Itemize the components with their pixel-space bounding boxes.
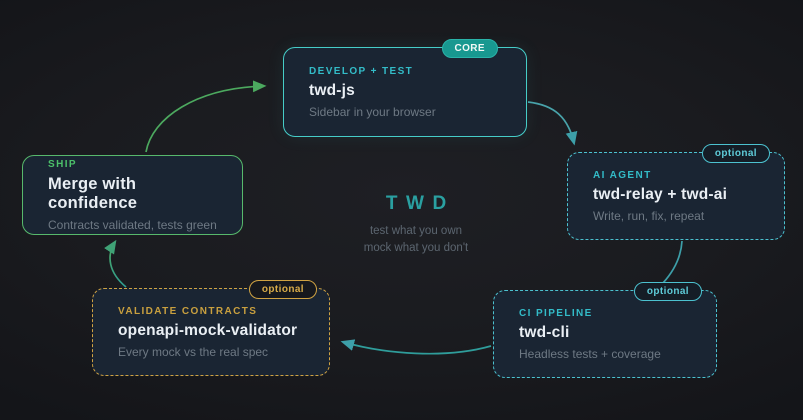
node-eyebrow: AI AGENT — [593, 169, 652, 181]
node-develop-test: CORE DEVELOP + TEST twd-js Sidebar in yo… — [283, 39, 527, 137]
tagline-line1: test what you own — [369, 225, 463, 237]
node-subtitle: Contracts validated, tests green — [48, 217, 217, 232]
optional-badge: optional — [248, 280, 317, 299]
core-badge: CORE — [441, 39, 498, 58]
optional-badge: optional — [633, 282, 702, 301]
node-eyebrow: SHIP — [48, 158, 77, 170]
node-subtitle: Sidebar in your browser — [309, 104, 436, 119]
node-ship: SHIP Merge with confidence Contracts val… — [22, 155, 243, 235]
optional-badge: optional — [701, 144, 770, 163]
arrow-ci-to-validate — [340, 339, 492, 355]
tagline-line2: mock what you don't — [363, 241, 469, 254]
node-title: openapi-mock-validator — [118, 321, 298, 339]
node-ai-agent: optional AI AGENT twd-relay + twd-ai Wri… — [567, 144, 785, 240]
arrow-validate-to-ship — [104, 239, 127, 288]
node-eyebrow: DEVELOP + TEST — [309, 65, 414, 77]
brand-logo-text: TWD — [385, 193, 455, 214]
node-eyebrow: CI PIPELINE — [519, 307, 593, 319]
node-eyebrow: VALIDATE CONTRACTS — [118, 305, 258, 317]
node-ci-pipeline: optional CI PIPELINE twd-cli Headless te… — [493, 282, 717, 378]
node-subtitle: Headless tests + coverage — [519, 346, 661, 361]
node-title: twd-js — [309, 81, 355, 99]
arrow-develop-to-ai — [527, 101, 578, 146]
node-subtitle: Write, run, fix, repeat — [593, 208, 705, 223]
arrow-ship-to-develop — [145, 80, 267, 153]
node-validate-contracts: optional VALIDATE CONTRACTS openapi-mock… — [92, 280, 330, 376]
node-title: twd-relay + twd-ai — [593, 185, 728, 203]
center-brand-block: TWD test what you own mock what you don'… — [330, 193, 502, 256]
node-title: twd-cli — [519, 323, 570, 341]
node-subtitle: Every mock vs the real spec — [118, 344, 269, 359]
arrow-ai-to-ci — [662, 240, 683, 284]
node-title: Merge with confidence — [48, 174, 138, 212]
